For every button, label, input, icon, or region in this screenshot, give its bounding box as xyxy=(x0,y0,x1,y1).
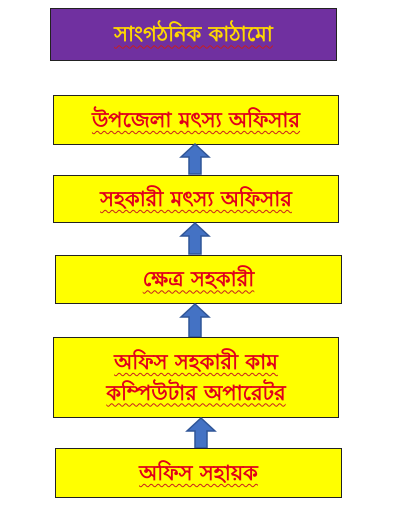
node-label: সহকারী মৎস্য অফিসার xyxy=(100,186,292,211)
node-assistant-fisheries-officer: সহকারী মৎস্য অফিসার xyxy=(53,175,339,223)
node-office-helper: অফিস সহায়ক xyxy=(55,448,342,498)
node-label: ক্ষেত্র সহকারী xyxy=(142,267,255,292)
node-label-line-2: কম্পিউটার অপারেটর xyxy=(106,380,286,405)
node-label: উপজেলা মৎস্য অফিসার xyxy=(91,107,301,132)
node-field-assistant: ক্ষেত্র সহকারী xyxy=(55,255,342,304)
up-arrow-icon xyxy=(179,302,211,338)
diagram-title: সাংগঠনিক কাঠামো xyxy=(50,8,337,61)
up-arrow-icon xyxy=(185,416,217,449)
node-upazila-fisheries-officer: উপজেলা মৎস্য অফিসার xyxy=(53,95,339,145)
node-label-line-1: অফিস সহকারী কাম xyxy=(114,350,278,375)
node-label: অফিস সহায়ক xyxy=(139,460,258,485)
up-arrow-icon xyxy=(179,221,211,255)
up-arrow-icon xyxy=(179,142,211,175)
node-office-assistant-computer-operator: অফিস সহকারী কাম কম্পিউটার অপারেটর xyxy=(53,337,339,418)
